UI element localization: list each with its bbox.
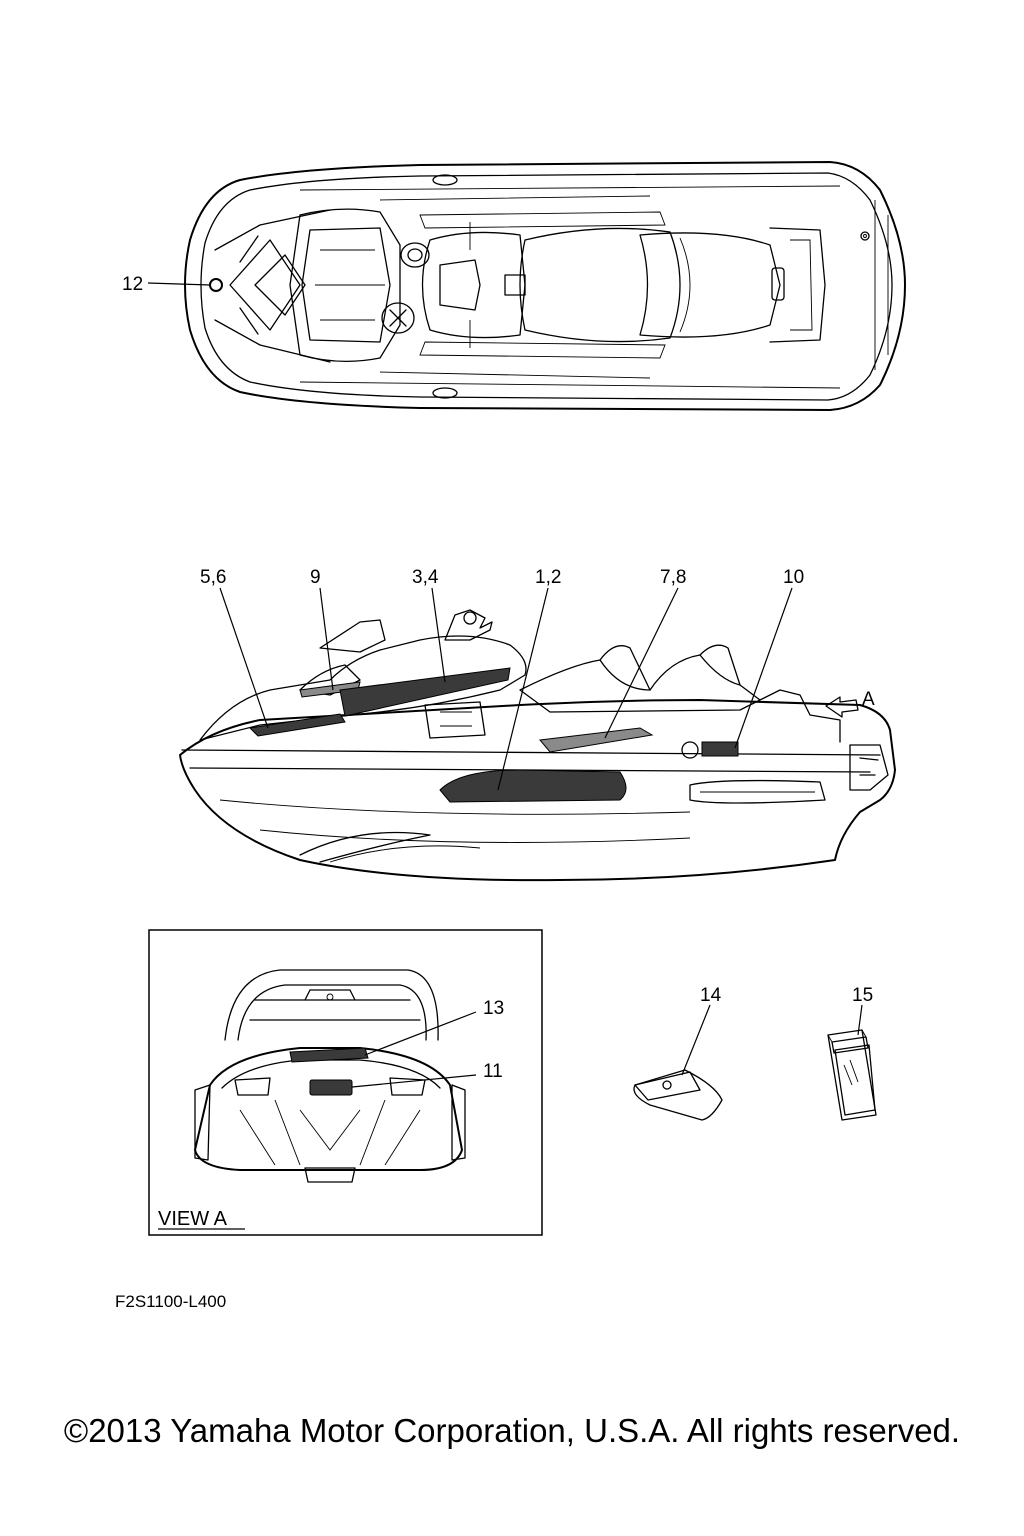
callout-10: 10 [783, 567, 804, 588]
leader-9 [319, 587, 334, 691]
view-a-frame [148, 929, 543, 1236]
leader-14 [681, 1004, 711, 1076]
callout-11: 11 [483, 1061, 503, 1082]
decal-7-8 [539, 727, 654, 753]
decal-10 [701, 741, 739, 757]
decal-11 [309, 1079, 353, 1096]
copyright-notice: ©2013 Yamaha Motor Corporation, U.S.A. A… [63, 1412, 961, 1449]
leader-1-2 [497, 587, 549, 791]
callout-15: 15 [852, 985, 873, 1006]
leader-12 [147, 282, 211, 286]
callout-3-4: 3,4 [412, 567, 439, 588]
decal-5-6 [248, 713, 346, 737]
leader-11 [351, 1074, 477, 1088]
rear-view-watercraft [194, 969, 466, 1183]
drawing-code: F2S1100-L400 [115, 1292, 226, 1311]
item-14-pouch [633, 1069, 723, 1121]
leader-15 [857, 1004, 863, 1036]
callout-14: 14 [700, 985, 722, 1006]
leader-3-4 [431, 587, 446, 683]
leader-5-6 [219, 587, 269, 729]
callout-12: 12 [122, 274, 143, 295]
top-view-watercraft [184, 161, 906, 411]
callout-1-2: 1,2 [535, 567, 561, 588]
leader-13 [364, 1011, 477, 1056]
callout-5-6: 5,6 [200, 567, 226, 588]
view-a-label: VIEW A [158, 1208, 228, 1230]
leader-10 [734, 587, 793, 749]
callout-9: 9 [310, 567, 321, 588]
decal-13 [289, 1047, 369, 1063]
callout-7-8: 7,8 [660, 567, 686, 588]
leader-7-8 [604, 587, 679, 739]
side-view-watercraft [179, 609, 896, 882]
view-a-arrow-icon [825, 696, 859, 718]
item-15-card-packet [827, 1029, 877, 1121]
decal-3-4 [339, 667, 511, 717]
callout-13: 13 [483, 998, 504, 1019]
decal-1-2 [439, 769, 627, 803]
callout-A: A [862, 689, 875, 710]
